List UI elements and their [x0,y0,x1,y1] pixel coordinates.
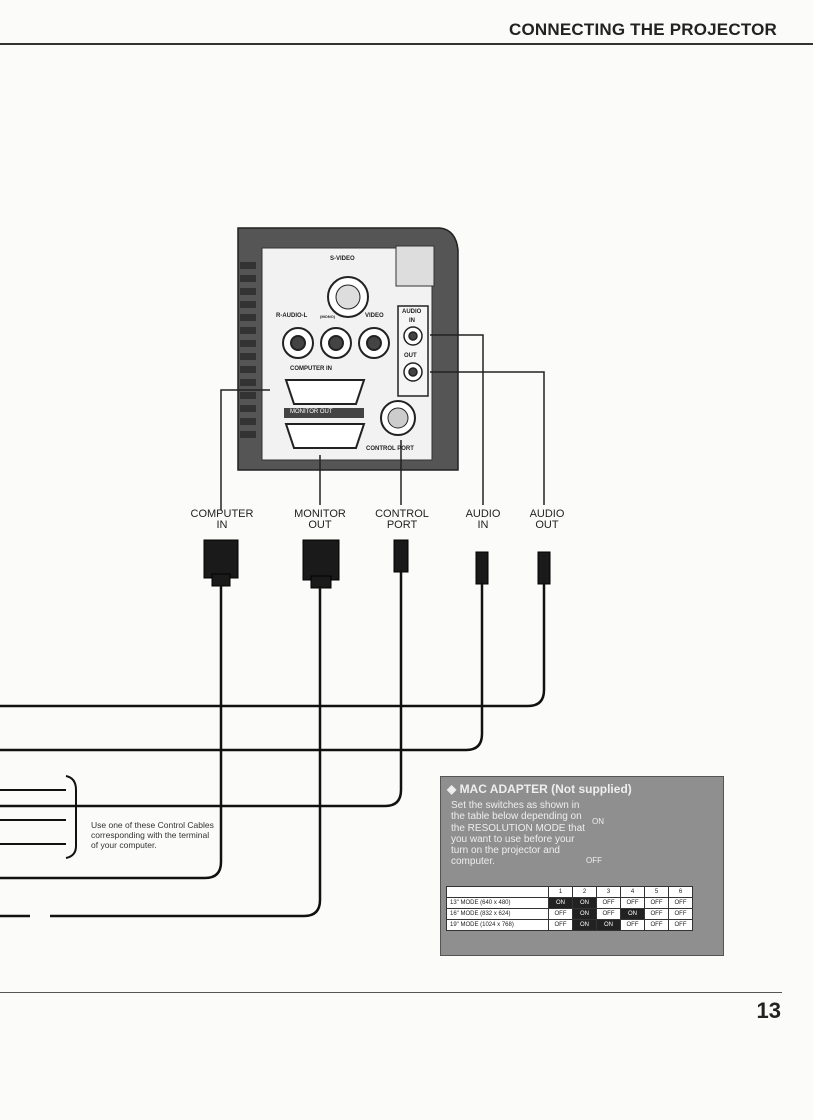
mac-adapter-title: ◆ MAC ADAPTER (Not supplied) [447,782,632,796]
header-rule [0,43,813,45]
switch-cell: ON [620,908,645,920]
monitor-out-dsub [284,423,366,449]
switch-header: 3 [596,886,621,898]
control-port-panel-label: CONTROL PORT [366,446,414,452]
rca-audio-jacks [282,327,390,359]
switch-cell: OFF [668,897,693,909]
table-row: 19" MODE (1024 x 768) OFF ON ON OFF OFF … [446,919,693,931]
switch-cell: OFF [620,897,645,909]
computer-in-panel-label: COMPUTER IN [290,366,332,372]
footer-rule [0,992,782,993]
switch-cell: ON [572,919,597,931]
video-label: VIDEO [365,313,384,319]
page-number: 13 [756,998,781,1023]
switch-header: 4 [620,886,645,898]
switch-cell: OFF [620,919,645,931]
table-header-row: 1 2 3 4 5 6 [446,886,693,898]
cable-plugs [203,539,551,589]
switch-cell: OFF [548,908,573,920]
control-cable-note: Use one of these Control Cables correspo… [91,820,214,850]
audio-out-jack-label: OUT [404,353,417,359]
switch-cell: OFF [548,919,573,931]
switch-header: 2 [572,886,597,898]
switch-off-label: OFF [586,856,602,865]
monitor-out-label-bar [284,408,364,418]
mode-cell: 16" MODE (832 x 624) [446,908,549,920]
table-corner-cell [446,886,549,898]
switch-cell: ON [548,897,573,909]
switch-header: 5 [644,886,669,898]
r-audio-l-label: R-AUDIO-L [276,313,308,319]
switch-cell: ON [572,908,597,920]
s-video-label: S-VIDEO [330,256,355,262]
mono-label: (MONO) [320,314,336,319]
switch-header: 6 [668,886,693,898]
switch-cell: ON [572,897,597,909]
switch-cell: OFF [668,908,693,920]
switch-cell: OFF [596,908,621,920]
switch-cell: OFF [644,919,669,931]
mac-switch-table: 1 2 3 4 5 6 13" MODE (640 x 480) ON ON O… [446,886,693,931]
table-row: 16" MODE (832 x 624) OFF ON OFF ON OFF O… [446,908,693,920]
audio-jack-label: AUDIO [402,309,422,315]
mode-cell: 19" MODE (1024 x 768) [446,919,549,931]
switch-cell: OFF [668,919,693,931]
mac-adapter-instructions: Set the switches as shown in the table b… [451,800,585,868]
table-row: 13" MODE (640 x 480) ON ON OFF OFF OFF O… [446,897,693,909]
audio-mini-jacks [397,305,429,397]
panel-right-slot [395,245,435,287]
mode-cell: 13" MODE (640 x 480) [446,897,549,909]
switch-cell: OFF [644,897,669,909]
switch-cell: OFF [596,897,621,909]
switch-cell: ON [596,919,621,931]
computer-in-dsub [284,379,366,405]
monitor-out-panel-label: MONITOR OUT [290,409,333,415]
vent-fins [240,262,256,438]
switch-header: 1 [548,886,573,898]
switch-on-label: ON [592,817,604,826]
switch-cell: OFF [644,908,669,920]
audio-in-jack-label: IN [409,318,415,324]
page-header-title: CONNECTING THE PROJECTOR [508,20,777,39]
